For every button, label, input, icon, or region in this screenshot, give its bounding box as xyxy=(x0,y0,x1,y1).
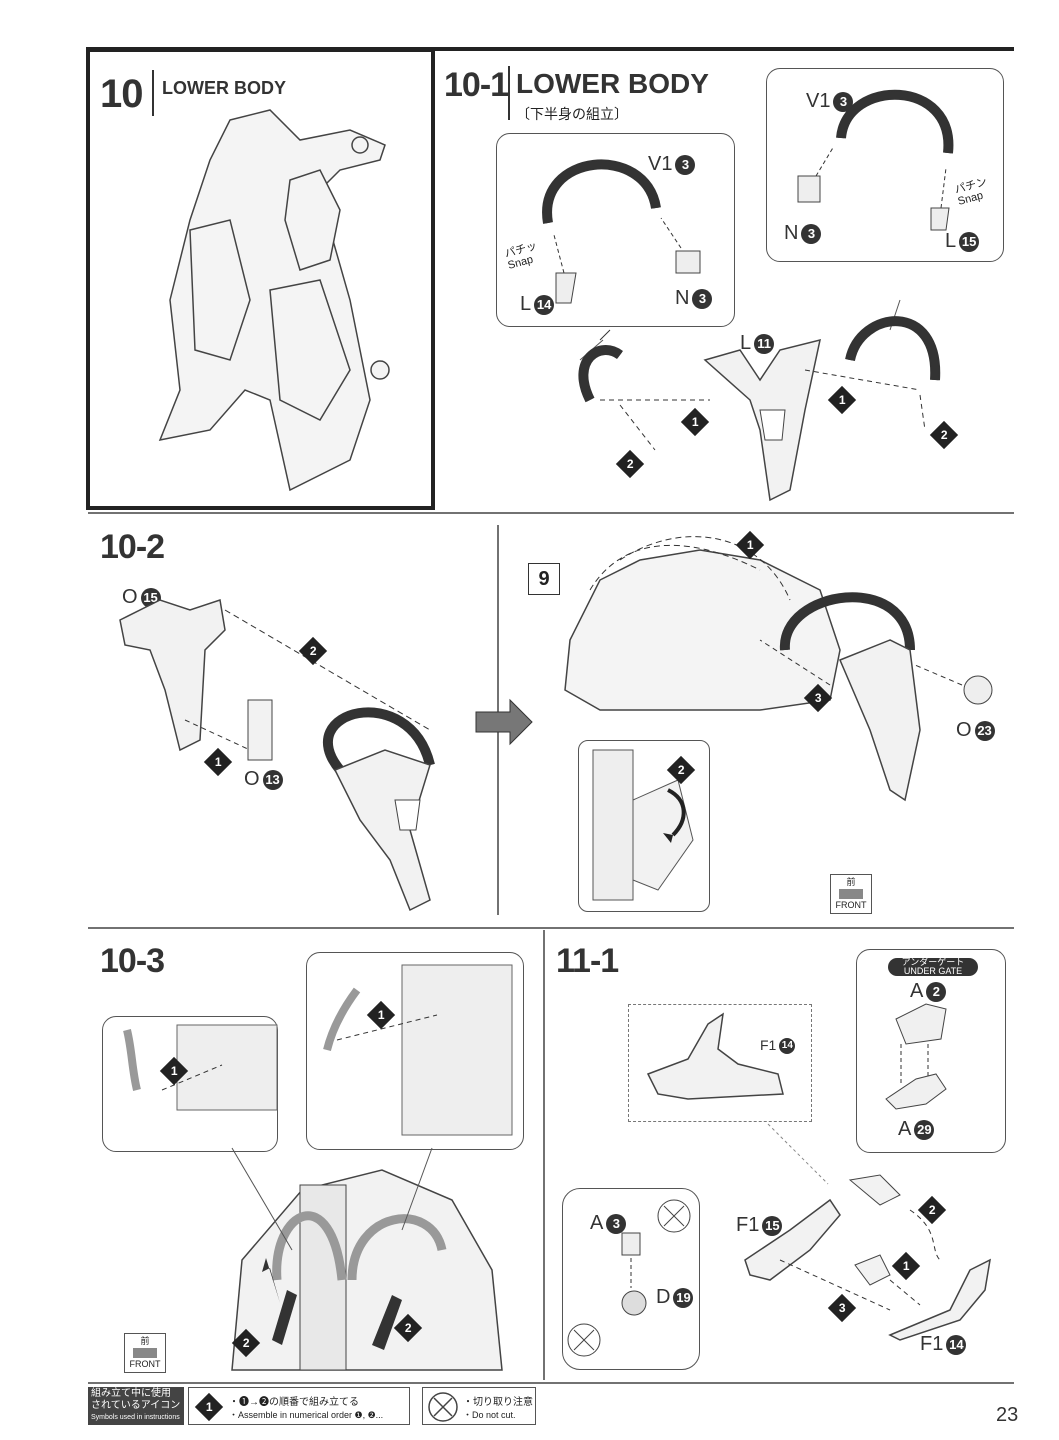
divider xyxy=(508,66,510,120)
next-arrow-icon xyxy=(475,698,533,746)
legend-order: 1 ・❶→❷の順番で組み立てる ・Assemble in numerical o… xyxy=(188,1387,410,1425)
step-10-1-number: 10-1 xyxy=(444,66,509,104)
page-number: 23 xyxy=(996,1404,1019,1426)
f1-14-reference-drawing xyxy=(646,1012,829,1185)
step-10-1-drawing xyxy=(578,299,941,502)
step-10-2-number: 10-2 xyxy=(100,528,165,566)
step-10-3-number: 10-3 xyxy=(100,942,165,980)
cut-detail-drawing xyxy=(567,1199,691,1357)
inset-drawing xyxy=(592,749,694,901)
legend-order-jp: ・❶→❷の順番で組み立てる xyxy=(229,1397,359,1408)
legend-cut-en: ・Do not cut. xyxy=(463,1410,516,1420)
step-10-2-assembly-drawing xyxy=(564,536,993,802)
step-10-1-subtitle: 〔下半身の組立〕 xyxy=(516,106,628,122)
step-10-header: 10 xyxy=(100,72,143,117)
reference-box xyxy=(628,1004,812,1122)
under-gate-drawing xyxy=(885,1003,947,1110)
step-10-2-drawing xyxy=(119,599,435,912)
divider xyxy=(152,70,154,116)
tube-right-drawing xyxy=(797,89,954,231)
do-not-cut-icon xyxy=(428,1392,458,1422)
step-10-3-drawing xyxy=(123,964,513,1371)
lower-body-illustration xyxy=(158,109,390,492)
step-10-number: 10 xyxy=(100,72,143,116)
legend-order-en: ・Assemble in numerical order ❶, ❷... xyxy=(229,1410,384,1420)
legend-cut: ・切り取り注意 ・Do not cut. xyxy=(422,1387,536,1425)
legend-title: 組み立て中に使用 されているアイコン Symbols used in instr… xyxy=(88,1387,184,1425)
step-10-1-title: LOWER BODY xyxy=(516,68,709,99)
step-11-1-assembly-drawing xyxy=(744,1174,991,1341)
tube-left-drawing xyxy=(542,159,701,304)
legend-cut-jp: ・切り取り注意 xyxy=(463,1397,533,1408)
sub-assembly-box-9: 9 xyxy=(528,563,560,595)
step-10-title: LOWER BODY xyxy=(162,78,286,98)
numbered-step-icon: 1 xyxy=(194,1392,224,1422)
step-11-1-number: 11-1 xyxy=(556,942,619,980)
